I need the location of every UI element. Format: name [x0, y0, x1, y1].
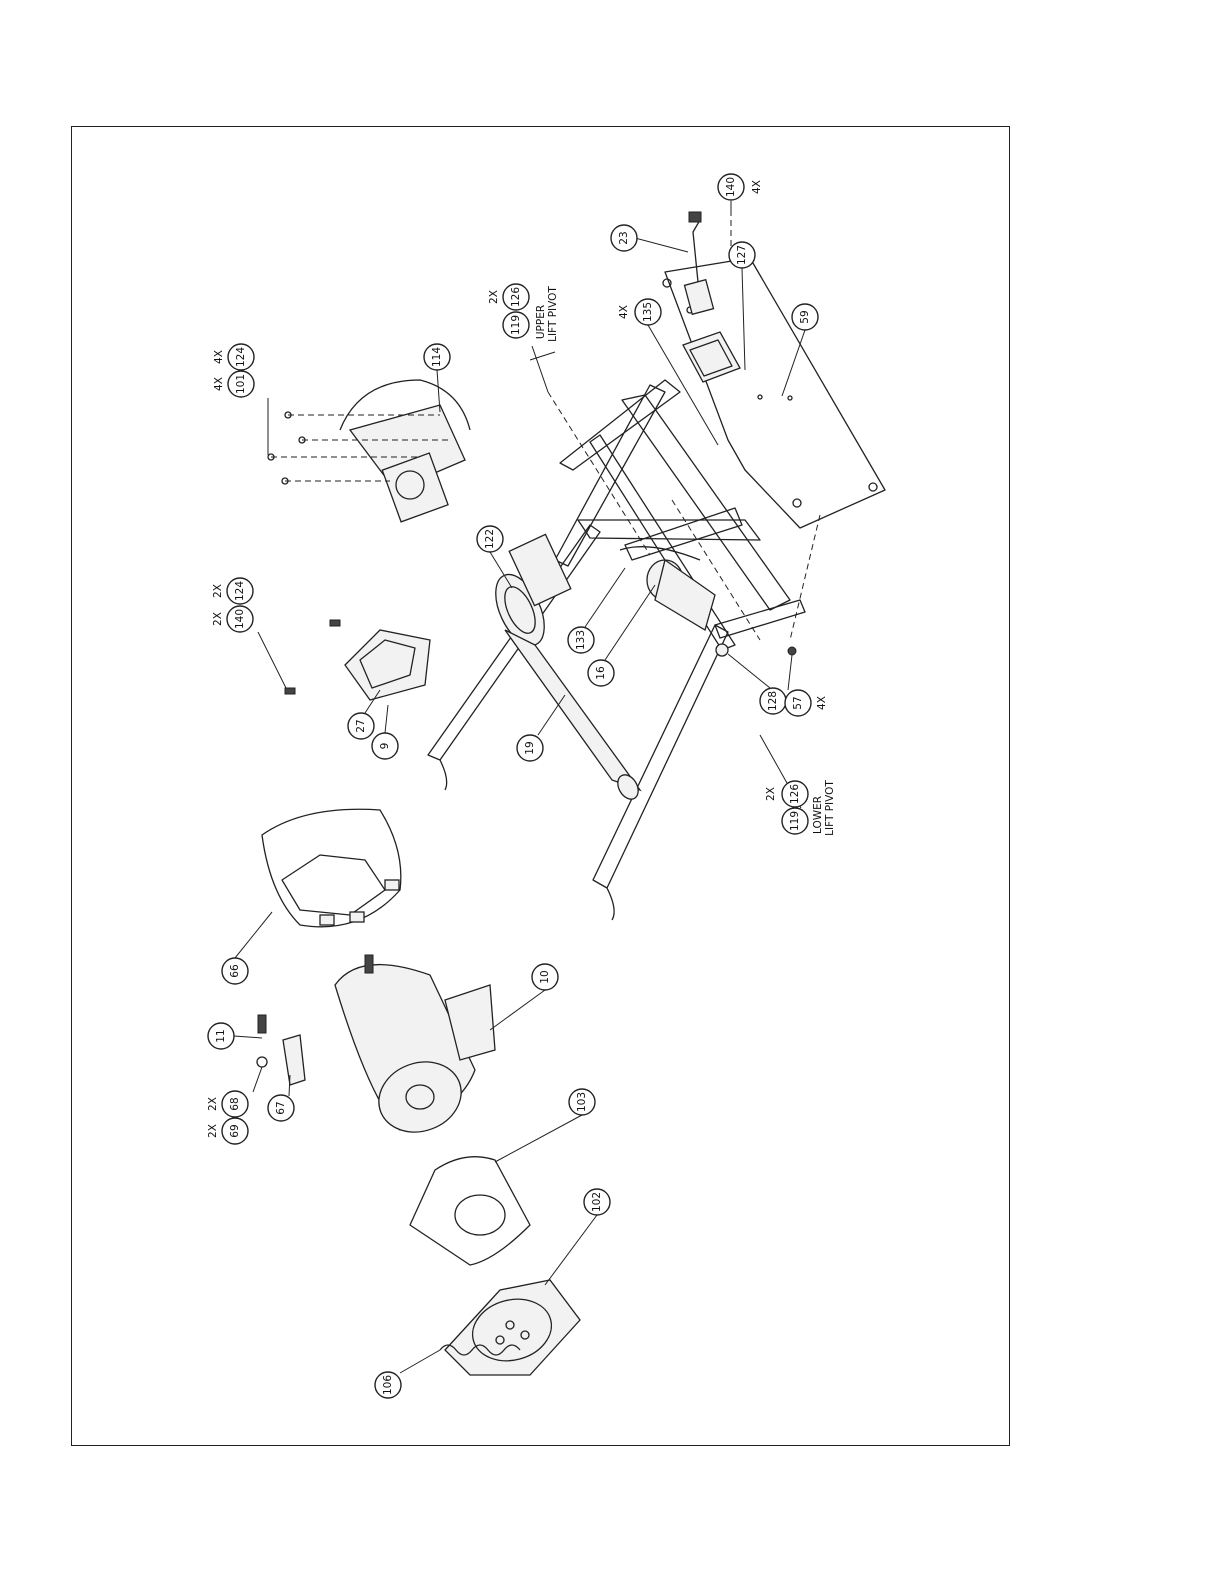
- svg-text:106: 106: [382, 1375, 394, 1395]
- qty-124-b: 2X: [212, 584, 224, 598]
- callout-122: 122: [477, 526, 503, 552]
- lower-label-1: LOWER: [812, 796, 824, 834]
- qty-135: 4X: [618, 305, 630, 319]
- svg-text:119: 119: [510, 315, 522, 335]
- callout-19: 19: [517, 735, 543, 761]
- callout-23: 23: [611, 225, 637, 251]
- svg-text:19: 19: [524, 741, 536, 754]
- svg-text:119: 119: [789, 811, 801, 831]
- callout-119-lower: 119: [782, 808, 808, 834]
- svg-text:16: 16: [595, 666, 607, 680]
- svg-text:59: 59: [799, 310, 811, 323]
- svg-text:9: 9: [379, 743, 391, 750]
- bracket-27: [285, 620, 430, 700]
- svg-text:68: 68: [229, 1097, 241, 1110]
- callout-135: 135: [635, 299, 661, 325]
- upper-label-1: UPPER: [535, 305, 547, 339]
- callout-69: 69: [222, 1118, 248, 1144]
- callout-101: 101: [228, 371, 254, 397]
- callout-106: 106: [375, 1372, 401, 1398]
- leader-lines: [234, 201, 805, 1373]
- qty-69: 2X: [207, 1124, 219, 1138]
- treadmill-frame: [428, 380, 805, 920]
- front-roller-pulley-122: [486, 534, 571, 653]
- qty-140-top: 4X: [751, 180, 763, 194]
- callout-126-lower: 126: [782, 781, 808, 807]
- svg-text:27: 27: [355, 719, 367, 732]
- callout-140-b: 140: [227, 606, 253, 632]
- callout-140-top: 140: [718, 174, 744, 200]
- callout-67: 67: [268, 1095, 294, 1121]
- svg-text:124: 124: [234, 581, 246, 601]
- callout-124-b: 124: [227, 578, 253, 604]
- drive-motor-10: [335, 955, 495, 1143]
- svg-text:103: 103: [576, 1092, 588, 1112]
- svg-text:101: 101: [235, 374, 247, 394]
- svg-text:140: 140: [725, 177, 737, 197]
- svg-text:133: 133: [575, 630, 587, 650]
- svg-text:140: 140: [234, 609, 246, 629]
- svg-text:11: 11: [215, 1029, 227, 1042]
- callout-119-upper: 119: [503, 312, 529, 338]
- callout-126-upper: 126: [503, 284, 529, 310]
- svg-text:126: 126: [510, 287, 522, 307]
- qty-68: 2X: [207, 1097, 219, 1111]
- callout-10: 10: [532, 964, 558, 990]
- fan-shroud-66: [262, 809, 401, 927]
- switch-block-135: [683, 332, 740, 382]
- qty-57: 4X: [816, 696, 828, 710]
- svg-text:114: 114: [431, 347, 443, 367]
- callout-68: 68: [222, 1091, 248, 1117]
- qty-140-b: 2X: [212, 612, 224, 626]
- nut-57: [788, 647, 796, 655]
- svg-text:23: 23: [618, 231, 630, 244]
- callout-133: 133: [568, 627, 594, 653]
- upper-label-2: LIFT PIVOT: [547, 286, 559, 342]
- motor-cover-103: [410, 1157, 530, 1265]
- svg-text:128: 128: [767, 691, 779, 711]
- lower-label-2: LIFT PIVOT: [824, 780, 836, 836]
- power-inlet-23: [684, 212, 713, 314]
- svg-text:67: 67: [275, 1101, 287, 1114]
- callout-103: 103: [569, 1089, 595, 1115]
- svg-text:122: 122: [484, 529, 496, 549]
- roller-19: [505, 630, 642, 803]
- callout-128: 128: [760, 688, 786, 714]
- callout-27: 27: [348, 713, 374, 739]
- callout-59: 59: [792, 304, 818, 330]
- svg-text:127: 127: [736, 245, 748, 265]
- qty-126-upper: 2X: [488, 290, 500, 304]
- svg-text:124: 124: [235, 347, 247, 367]
- callout-11: 11: [208, 1023, 234, 1049]
- svg-text:102: 102: [591, 1192, 603, 1212]
- svg-text:57: 57: [792, 696, 804, 709]
- svg-text:66: 66: [229, 964, 241, 978]
- fan-housing-102: [440, 1280, 580, 1375]
- callout-66: 66: [222, 958, 248, 984]
- svg-text:135: 135: [642, 302, 654, 322]
- callout-16: 16: [588, 660, 614, 686]
- bearing-128: [716, 644, 728, 656]
- svg-text:10: 10: [539, 970, 551, 983]
- bracket-67: [257, 1015, 305, 1085]
- callout-102: 102: [584, 1189, 610, 1215]
- callout-124-a: 124: [228, 344, 254, 370]
- qty-126-lower: 2X: [765, 787, 777, 801]
- callout-9: 9: [372, 733, 398, 759]
- callout-114: 114: [424, 344, 450, 370]
- qty-101: 4X: [213, 377, 225, 391]
- svg-text:126: 126: [789, 784, 801, 804]
- callout-57: 57: [785, 690, 811, 716]
- callout-127: 127: [729, 242, 755, 268]
- qty-124-a: 4X: [213, 350, 225, 364]
- svg-text:69: 69: [229, 1124, 241, 1137]
